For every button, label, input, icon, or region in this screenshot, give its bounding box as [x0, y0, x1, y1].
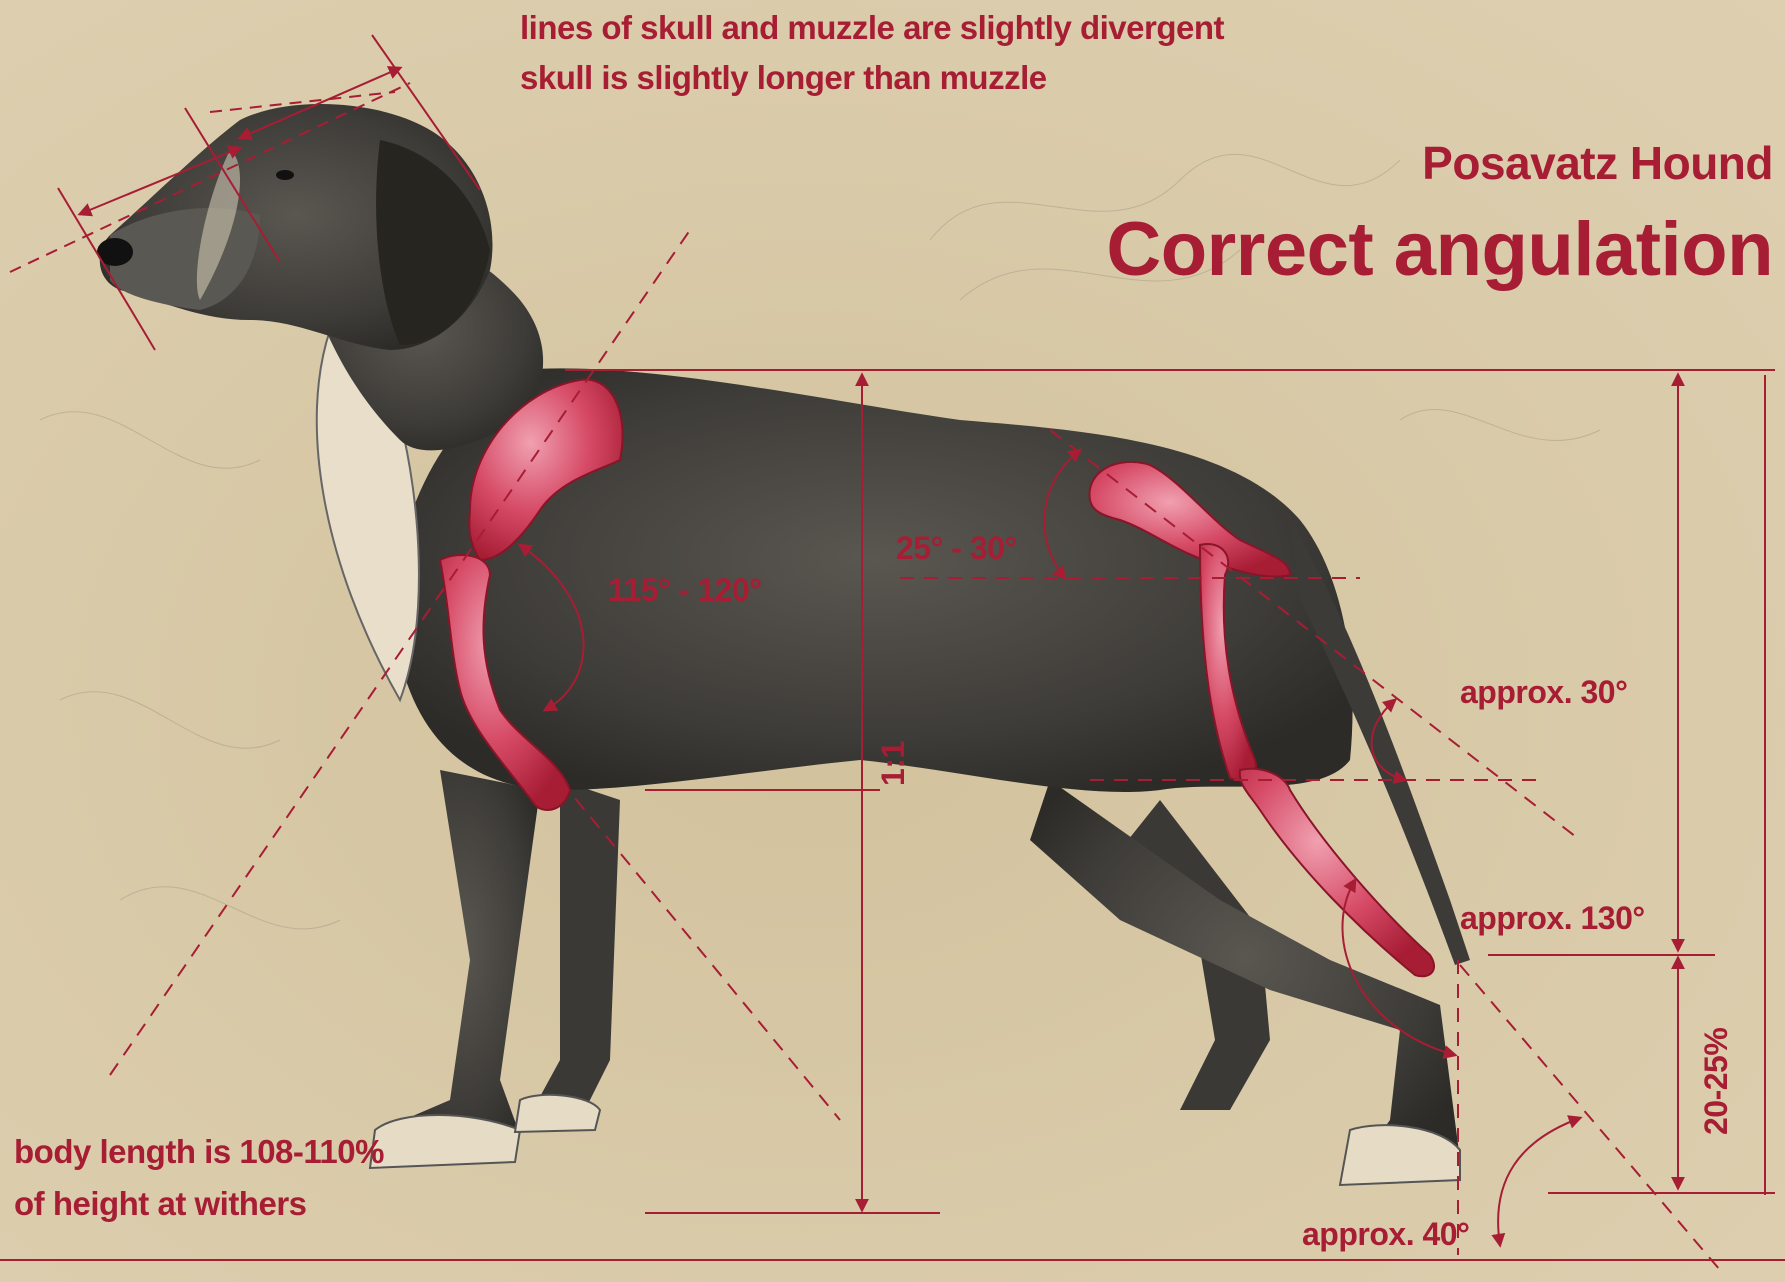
hind-leg-near	[1030, 780, 1460, 1175]
dog-eye	[276, 170, 294, 180]
pastern-angle-arc	[1498, 1118, 1580, 1245]
body-note-2: of height at withers	[14, 1178, 307, 1230]
head-note-2: skull is slightly longer than muzzle	[520, 52, 1047, 104]
pastern-angle-label: approx. 40°	[1302, 1216, 1469, 1253]
page-title: Correct angulation	[1106, 206, 1773, 293]
shoulder-angle-label: 115° - 120°	[608, 572, 762, 609]
front-leg-near	[380, 770, 540, 1160]
front-leg-far	[530, 780, 620, 1120]
front-paw	[370, 1115, 520, 1168]
breed-name: Posavatz Hound	[1422, 136, 1773, 190]
chest-ratio-label: 1:1	[875, 741, 912, 786]
hock-angle-label: approx. 130°	[1460, 900, 1645, 937]
front-paw-far	[515, 1095, 600, 1132]
body-note-1: body length is 108-110%	[14, 1126, 384, 1178]
hip-angle-label: approx. 30°	[1460, 674, 1627, 711]
pelvis-angle-label: 25° - 30°	[896, 530, 1017, 567]
hock-height-ratio-label: 20-25%	[1698, 1028, 1735, 1135]
head-note-1: lines of skull and muzzle are slightly d…	[520, 2, 1224, 54]
